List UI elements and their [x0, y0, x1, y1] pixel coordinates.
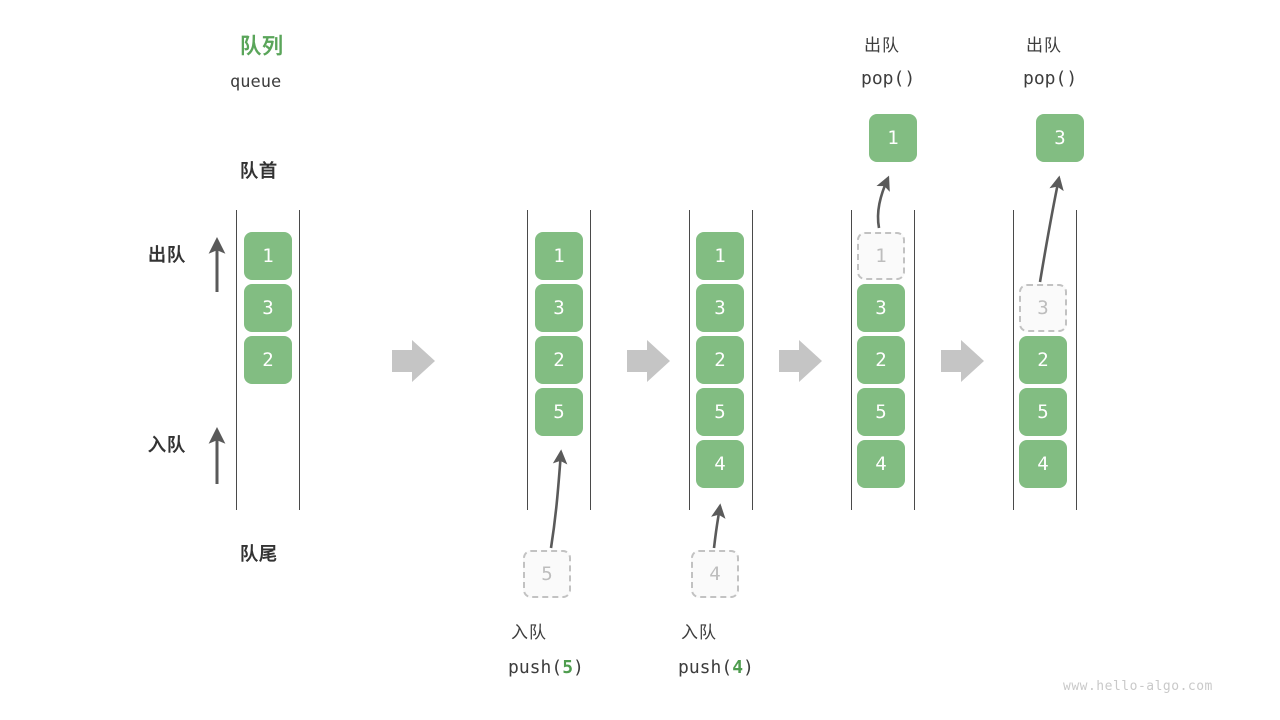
queue-cell: 2 — [857, 336, 905, 384]
queue-cell: 4 — [1019, 440, 1067, 488]
watermark: www.hello-algo.com — [1063, 679, 1213, 694]
push-code-suffix-1: ) — [573, 657, 584, 678]
pop-motion-arrow-2 — [1038, 175, 1064, 283]
pop-motion-arrow-1 — [876, 175, 890, 229]
queue-cell: 3 — [696, 284, 744, 332]
queue-rear-label: 队尾 — [240, 544, 278, 564]
popped-cell: 3 — [1036, 114, 1084, 162]
flow-arrow-1 — [392, 340, 435, 382]
rail-right-2 — [590, 210, 591, 510]
queue-cell: 3 — [857, 284, 905, 332]
incoming-ghost-cell: 5 — [523, 550, 571, 598]
queue-cell: 5 — [857, 388, 905, 436]
queue-cell: 5 — [1019, 388, 1067, 436]
queue-front-label: 队首 — [240, 161, 278, 181]
pop-caption-cn-1: 出队 — [864, 36, 900, 55]
push-caption-code-2: push(4) — [678, 657, 754, 680]
rail-right-5 — [1076, 210, 1077, 510]
pop-code-prefix-2: pop( — [1023, 68, 1067, 89]
rail-left-1 — [236, 210, 237, 510]
queue-cell: 1 — [244, 232, 292, 280]
rail-right-3 — [752, 210, 753, 510]
queue-cell: 3 — [244, 284, 292, 332]
push-code-value-1: 5 — [562, 657, 574, 678]
flow-arrow-4 — [941, 340, 984, 382]
queue-cell: 3 — [535, 284, 583, 332]
rail-left-3 — [689, 210, 690, 510]
push-code-value-2: 4 — [732, 657, 744, 678]
push-code-suffix-2: ) — [743, 657, 754, 678]
push-caption-cn-2: 入队 — [681, 623, 717, 642]
vacated-ghost-cell: 3 — [1019, 284, 1067, 332]
push-caption-cn-1: 入队 — [511, 623, 547, 642]
incoming-ghost-cell: 4 — [691, 550, 739, 598]
queue-cell: 4 — [696, 440, 744, 488]
queue-cell: 4 — [857, 440, 905, 488]
push-code-prefix-2: push( — [678, 657, 733, 678]
push-motion-arrow-1 — [549, 449, 568, 549]
rail-left-4 — [851, 210, 852, 510]
push-caption-code-1: push(5) — [508, 657, 584, 680]
pop-caption-cn-2: 出队 — [1026, 36, 1062, 55]
rail-right-4 — [914, 210, 915, 510]
pop-code-prefix-1: pop( — [861, 68, 905, 89]
pop-code-suffix-2: ) — [1066, 68, 1078, 89]
page-title-cn: 队列 — [240, 35, 284, 58]
pop-caption-code-1: pop() — [861, 68, 915, 91]
flow-arrow-2 — [627, 340, 670, 382]
queue-cell: 1 — [535, 232, 583, 280]
queue-cell: 5 — [696, 388, 744, 436]
rail-left-5 — [1013, 210, 1014, 510]
flow-arrow-3 — [779, 340, 822, 382]
queue-cell: 2 — [696, 336, 744, 384]
dequeue-axis-label: 出队 — [148, 245, 186, 265]
pop-code-suffix-1: ) — [904, 68, 916, 89]
vacated-ghost-cell: 1 — [857, 232, 905, 280]
queue-cell: 2 — [535, 336, 583, 384]
push-code-prefix-1: push( — [508, 657, 563, 678]
pop-caption-code-2: pop() — [1023, 68, 1077, 91]
queue-cell: 5 — [535, 388, 583, 436]
rail-left-2 — [527, 210, 528, 510]
popped-cell: 1 — [869, 114, 917, 162]
queue-cell: 2 — [1019, 336, 1067, 384]
push-motion-arrow-2 — [711, 503, 726, 549]
enqueue-axis-label: 入队 — [148, 435, 186, 455]
queue-cell: 1 — [696, 232, 744, 280]
rail-right-1 — [299, 210, 300, 510]
page-title-en: queue — [230, 72, 282, 92]
queue-cell: 2 — [244, 336, 292, 384]
